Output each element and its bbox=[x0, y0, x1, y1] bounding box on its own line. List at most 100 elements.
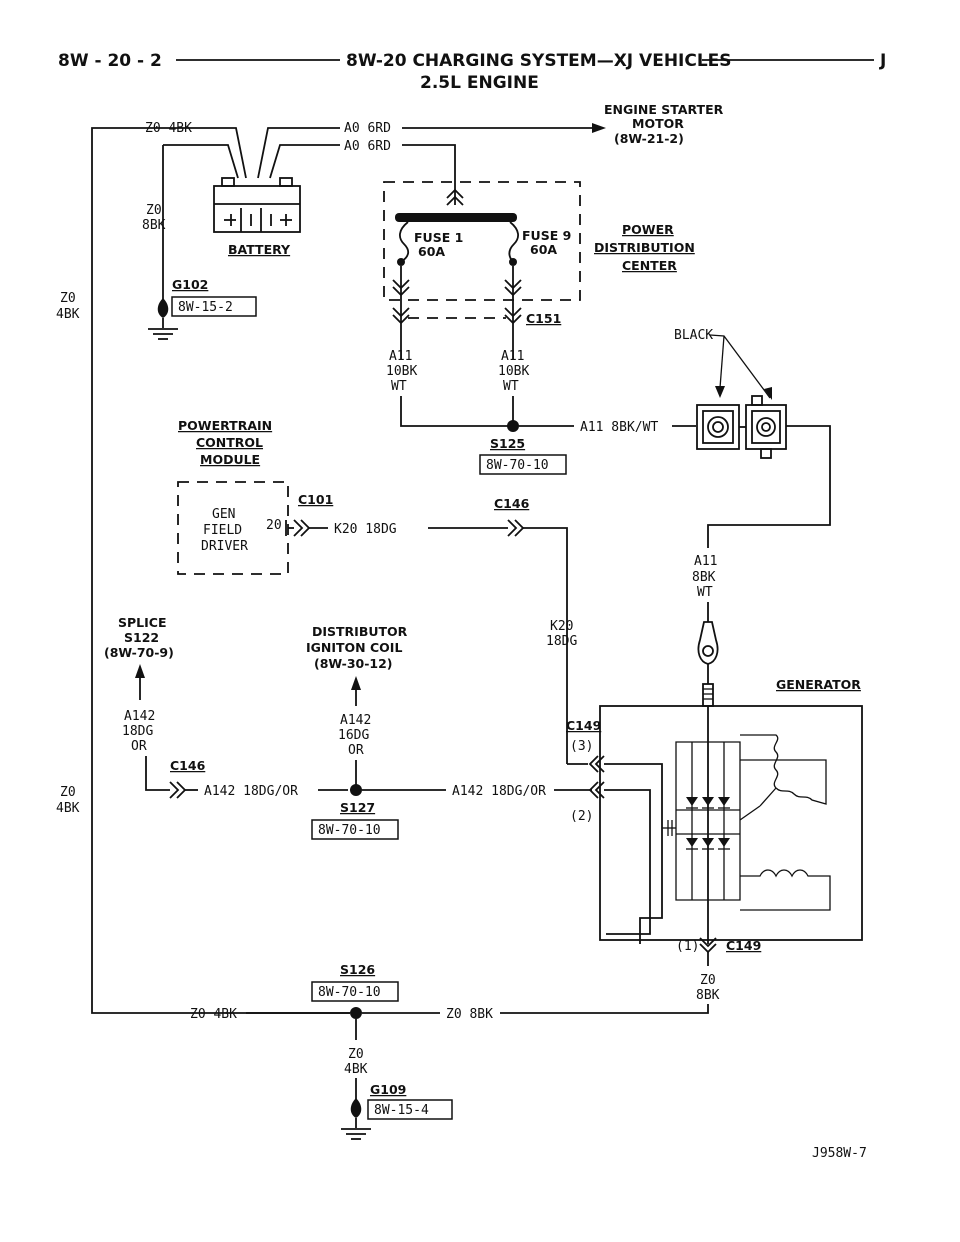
label-16dg-center: 16DG bbox=[338, 728, 369, 743]
battery-label: BATTERY bbox=[228, 242, 291, 257]
fuse-9-icon bbox=[508, 221, 519, 263]
fuse-9-rating: 60A bbox=[530, 242, 557, 257]
label-z0-4bk-bottom: Z0 4BK bbox=[190, 1007, 237, 1022]
gen-field-driver-1: GEN bbox=[212, 507, 235, 522]
field-winding-icon bbox=[740, 869, 831, 911]
wire-battery-pos-outer bbox=[257, 127, 340, 179]
label-10bk-right: 10BK bbox=[498, 364, 529, 379]
capacitor-icon bbox=[662, 820, 676, 836]
c149-label-top: C149 bbox=[566, 718, 601, 733]
splice-s127-dot bbox=[350, 784, 362, 796]
label-k20-18dg-horiz: K20 18DG bbox=[334, 522, 397, 537]
c151-label: C151 bbox=[526, 311, 561, 326]
distributor-label-3: (8W-30-12) bbox=[314, 656, 393, 671]
ground-icon-g102 bbox=[148, 328, 178, 340]
diode-bridge-icon bbox=[686, 797, 730, 850]
connector-c146-k20 bbox=[507, 519, 525, 537]
label-a142-left: A142 bbox=[124, 709, 155, 724]
label-a0-6rd-2: A0 6RD bbox=[344, 139, 391, 154]
ground-icon-g109 bbox=[341, 1128, 371, 1140]
s126-ref: 8W-70-10 bbox=[318, 985, 381, 1000]
splice-s122-label-3: (8W-70-9) bbox=[104, 645, 174, 660]
splice-s126-dot bbox=[350, 1007, 362, 1019]
label-18dg-vert: 18DG bbox=[546, 634, 577, 649]
s127-label: S127 bbox=[340, 800, 375, 815]
splice-s125-dot bbox=[507, 420, 519, 432]
fuse-9-label: FUSE 9 bbox=[522, 228, 571, 243]
eyelet-g102 bbox=[157, 298, 169, 318]
label-or-left: OR bbox=[131, 739, 147, 754]
label-a142-18dgor-left: A142 18DG/OR bbox=[204, 784, 298, 799]
page-subtitle: 2.5L ENGINE bbox=[420, 73, 539, 93]
pin-3-label: (3) bbox=[570, 739, 593, 754]
c146-label-bottom: C146 bbox=[170, 758, 206, 773]
ring-terminal-icon bbox=[697, 621, 719, 665]
connector-icon-fuse9 bbox=[504, 279, 522, 325]
label-or-center: OR bbox=[348, 743, 364, 758]
label-a11-gen: A11 bbox=[694, 554, 717, 569]
battery-icon bbox=[213, 177, 301, 233]
connector-c149-pin2 bbox=[588, 781, 605, 799]
wire-z0-4bk-left bbox=[91, 127, 350, 1014]
label-wt-left: WT bbox=[391, 379, 407, 394]
g102-label: G102 bbox=[172, 277, 208, 292]
label-wt-right: WT bbox=[503, 379, 519, 394]
g102-ref: 8W-15-2 bbox=[178, 300, 233, 315]
fuse-1-label: FUSE 1 bbox=[414, 230, 463, 245]
g109-label: G109 bbox=[370, 1082, 406, 1097]
black-connector-label: BLACK bbox=[674, 328, 713, 343]
pdc-label-2: DISTRIBUTION bbox=[594, 240, 695, 255]
gen-field-driver-2: FIELD bbox=[203, 523, 242, 538]
label-a11-8bkwt: A11 8BK/WT bbox=[580, 420, 658, 435]
pin-2-label: (2) bbox=[570, 809, 593, 824]
connector-mate-icon bbox=[745, 395, 787, 459]
pcm-label-2: CONTROL bbox=[196, 435, 263, 450]
c149-label-bottom: C149 bbox=[726, 938, 761, 953]
pcm-label-3: MODULE bbox=[200, 452, 260, 467]
label-z0-left-1: Z0 bbox=[60, 291, 76, 306]
pcm-label-1: POWERTRAIN bbox=[178, 418, 272, 433]
wire-a0-6rd-pdc bbox=[402, 144, 456, 205]
label-4bk-left-2: 4BK bbox=[56, 801, 80, 816]
s126-label: S126 bbox=[340, 962, 375, 977]
label-a0-6rd-1: A0 6RD bbox=[344, 121, 391, 136]
distributor-label-2: IGNITON COIL bbox=[306, 640, 402, 655]
generator-stud-icon bbox=[702, 683, 714, 707]
figure-id: J958W-7 bbox=[812, 1146, 867, 1161]
arrow-to-starter bbox=[592, 123, 606, 133]
starter-label-1: ENGINE STARTER bbox=[604, 102, 724, 117]
generator-housing bbox=[599, 705, 863, 941]
s127-ref: 8W-70-10 bbox=[318, 823, 381, 838]
starter-label-3: (8W-21-2) bbox=[614, 131, 684, 146]
label-8bk-gen: 8BK bbox=[692, 570, 716, 585]
label-z0-g102: Z0 bbox=[146, 203, 162, 218]
g109-ref: 8W-15-4 bbox=[374, 1103, 429, 1118]
wire-battery-neg-inner bbox=[163, 144, 239, 179]
page-title: 8W-20 CHARGING SYSTEM—XJ VEHICLES bbox=[346, 51, 732, 71]
label-a142-18dgor-right: A142 18DG/OR bbox=[452, 784, 546, 799]
label-z0-gen: Z0 bbox=[700, 973, 716, 988]
label-z0-8bk-bottom: Z0 8BK bbox=[446, 1007, 493, 1022]
pdc-label-3: CENTER bbox=[622, 258, 677, 273]
label-a142-center: A142 bbox=[340, 713, 371, 728]
label-z0-g109: Z0 bbox=[348, 1047, 364, 1062]
pdc-bus-bar bbox=[395, 213, 517, 222]
gen-field-driver-3: DRIVER bbox=[201, 539, 248, 554]
c101-label: C101 bbox=[298, 492, 333, 507]
label-wt-gen: WT bbox=[697, 585, 713, 600]
stator-winding-icon bbox=[739, 734, 827, 821]
s125-label: S125 bbox=[490, 436, 525, 451]
label-8bk-gen-gnd: 8BK bbox=[696, 988, 720, 1003]
label-4bk-g109: 4BK bbox=[344, 1062, 368, 1077]
label-z0-left-2: Z0 bbox=[60, 785, 76, 800]
s125-ref: 8W-70-10 bbox=[486, 458, 549, 473]
label-z0-4bk-top: Z0 4BK bbox=[145, 121, 192, 136]
connector-c149-pin3 bbox=[588, 755, 605, 773]
distributor-label-1: DISTRIBUTOR bbox=[312, 624, 408, 639]
wire-battery-pos-inner bbox=[269, 144, 340, 179]
c146-label-top: C146 bbox=[494, 496, 530, 511]
label-a11-left: A11 bbox=[389, 349, 412, 364]
fuse-1-icon bbox=[399, 221, 410, 263]
wire-battery-neg-outer bbox=[208, 127, 247, 179]
